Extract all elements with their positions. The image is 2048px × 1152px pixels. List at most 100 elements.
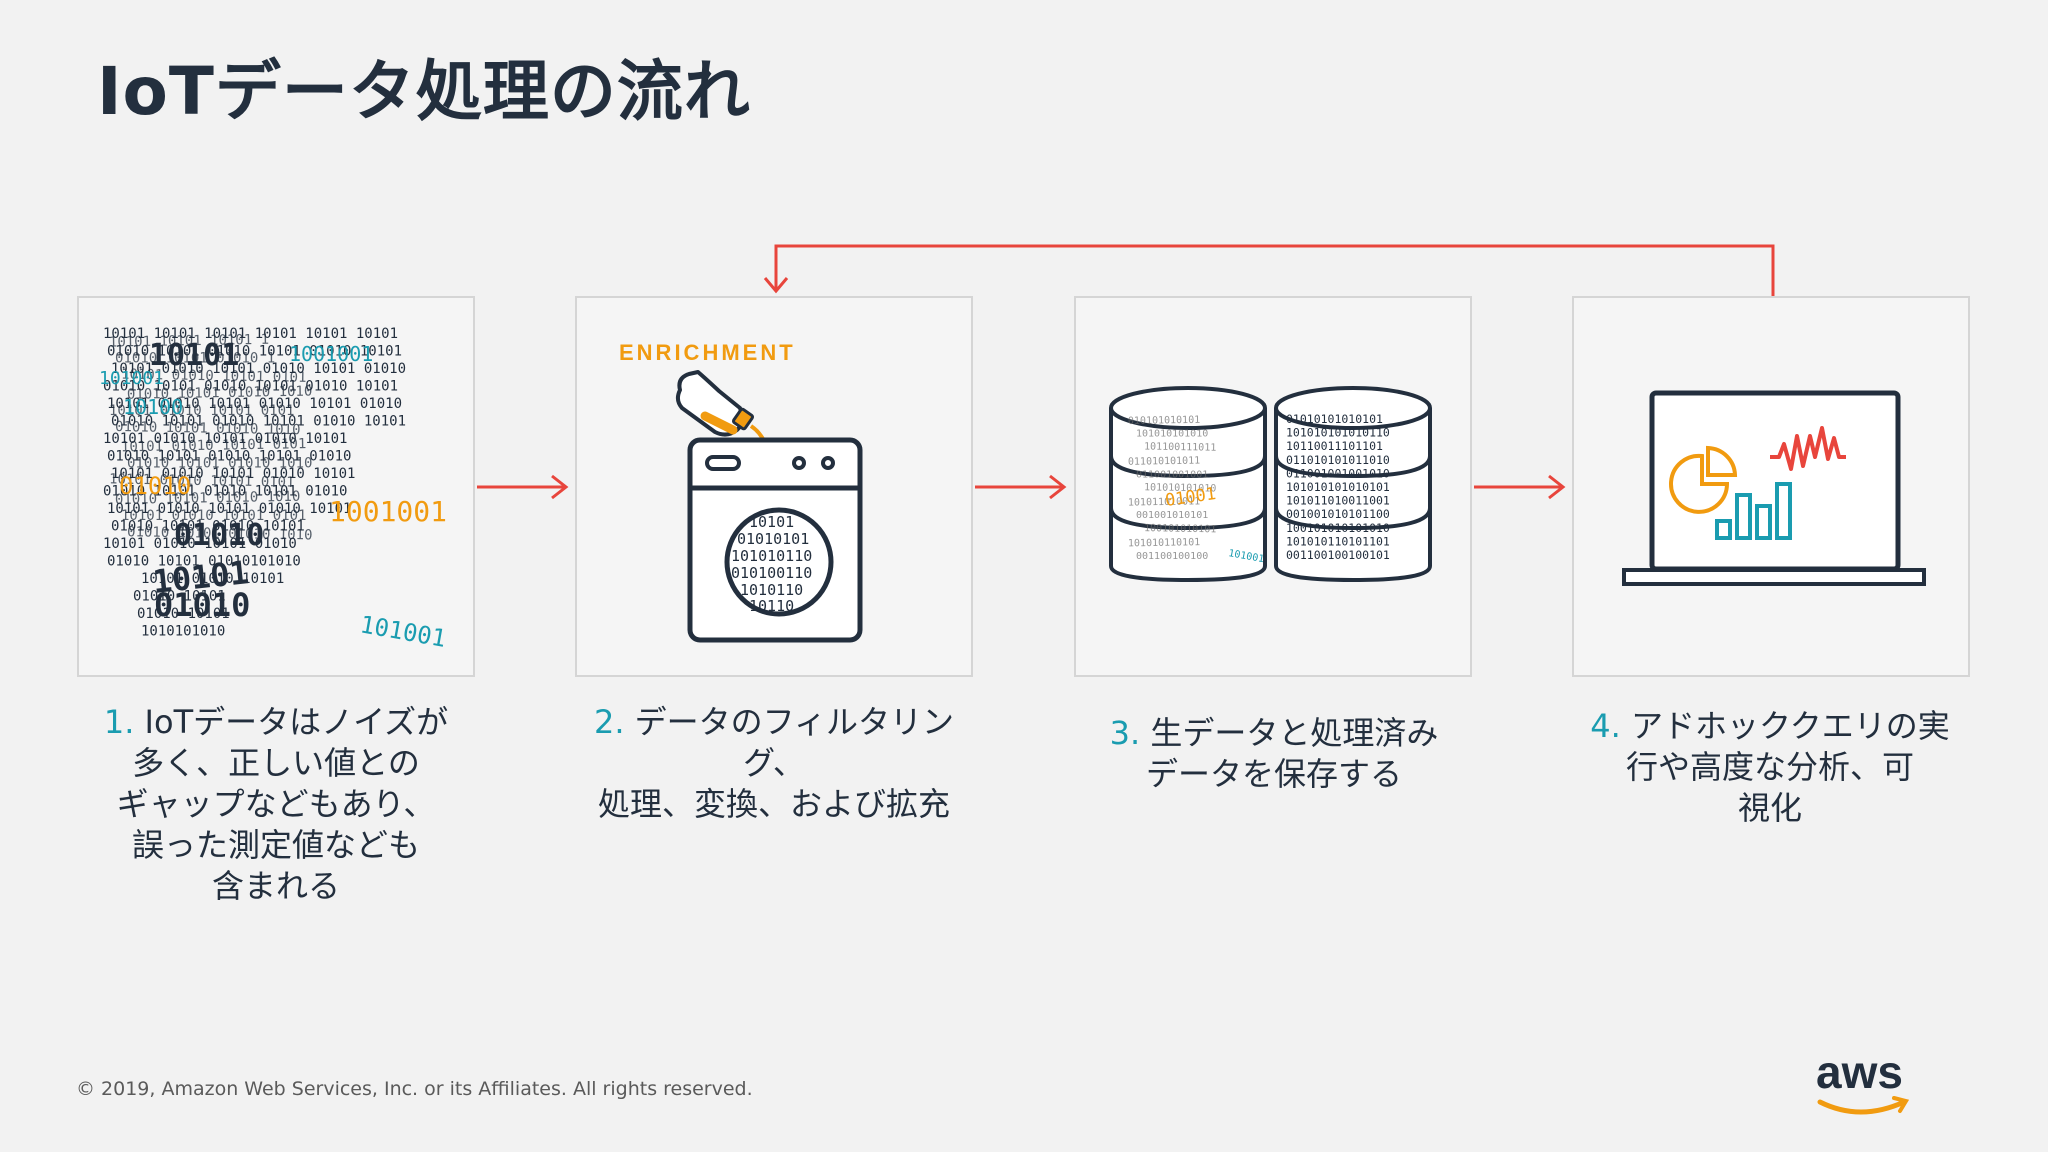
binary-noise-row: 01010 10101 01010 1010 [115,489,301,508]
processed-binary-row: 101011010011001 [1286,494,1390,508]
orange-binary-label: 1001001 [329,495,447,528]
step-2-caption: 2. データのフィルタリング、 処理、変換、および拡充 [564,702,984,825]
bottle-icon [675,370,755,437]
drum-binary-row: 01010101 [737,530,809,548]
aws-logo: aws [1816,1046,1910,1115]
bar-chart-icon [1715,482,1792,540]
processed-binary-row: 01010101010101 [1286,412,1383,426]
binary-noise-row: 10101 10101 10101 1 [109,332,269,351]
binary-row: 01010 10101 [137,606,230,622]
processed-binary-row: 10110011101101 [1286,439,1383,453]
processed-binary-row: 001100100100101 [1286,548,1390,562]
binary-noise-row: 10101 01010 10101 0101 [109,471,295,490]
caption-line: 多く、正しい値との [132,744,420,782]
step-number: 2. [593,703,625,741]
processed-binary-row: 011001001001010 [1286,466,1390,480]
caption-text: データのフィルタリング、 [634,703,955,782]
binary-row: 01010 10101 01010 10101 01010 [103,484,347,500]
drum-binary-text: 1010101010101101010110010100110101011010… [731,513,812,615]
laptop-analytics-graphic [1622,390,1926,586]
binary-row: 01010 10101 01010 10101 01010 [107,449,351,465]
binary-noise-graphic: 10101 10101 10101 10101 10101 1010101010… [99,326,448,653]
binary-row: 10101 01010 10101 01010 10101 [107,501,351,517]
drum-binary-row: 1010110 [740,581,803,599]
processed-binary-row: 100101010101010 [1286,521,1390,535]
step-4-caption: 4. アドホッククエリの実 行や高度な分析、可 視化 [1560,706,1980,829]
washing-machine-icon [687,437,863,643]
step-1-caption: 1. IoTデータはノイズが 多く、正しい値との ギャップなどもあり、 誤った測… [66,702,486,907]
teal-binary-label: 101001 [99,368,164,389]
arrow-2-to-3-head [1049,474,1067,500]
caption-line: 4. アドホッククエリの実 [1560,706,1980,747]
raw-binary-row: 010101010101 [1128,415,1200,427]
binary-row: 01010 10101 01010 10101 [111,519,305,535]
orange-binary-label: 01010 [119,472,191,500]
caption-text: アドホッククエリの実 [1630,707,1950,745]
drum-binary-row: 010100110 [731,564,812,582]
binary-noise-row: 01010 10101 01010 1010 [127,456,312,472]
teal-binary-label: 101001 [358,610,448,653]
feedback-loop-arrow-head [763,277,789,294]
aws-smile-icon [1817,1099,1907,1115]
enrichment-label: ENRICHMENT [619,340,796,365]
bold-binary-label: 10101 [149,338,239,373]
pie-chart-icon [1669,445,1738,514]
binary-noise-row: 01010 10101 01010 1010 [127,524,313,543]
teal-binary-label: 10100 [123,395,183,419]
binary-noise-row: 10101 01010 10101 0101 [121,508,306,524]
raw-binary-row: 101010101010 [1144,482,1216,494]
processed-binary-row: 101010101010101 [1286,480,1390,494]
binary-noise-row: 01010 10101 01010 1 [115,351,275,367]
washing-machine-graphic: ENRICHMENT 10101010101011010101100101001… [619,340,863,643]
step-number: 4. [1590,707,1621,745]
caption-line: 3. 生データと処理済み [1064,713,1484,754]
processed-binary-row: 101010110101101 [1286,534,1390,548]
step-3-caption: 3. 生データと処理済み データを保存する [1064,713,1484,795]
binary-row: 10101 01010 10101 01010 [103,536,297,552]
raw-binary-row: 101010110101 [1128,537,1200,549]
caption-line: 1. IoTデータはノイズが [66,702,486,743]
binary-noise-row: 01010 10101 01010 1010 [115,419,301,438]
binary-noise-row: 10101 01010 10101 0101 [121,367,307,386]
caption-text: IoTデータはノイズが [144,703,449,741]
raw-binary-row: 101011010011 [1128,496,1200,508]
drum-binary-row: 10101 [749,513,794,531]
binary-row: 10101 01010 10101 01010 10101 [103,431,347,447]
binary-row: 10101 01010 10101 01010 10101 01010 [107,396,402,412]
panel-analytics [1572,296,1970,677]
drum-binary-row: 10110 [749,597,794,615]
raw-database-icon: 0101010101011010101010101011001110110110… [1109,386,1267,583]
binary-row: 01010 10101 01010 10101 01010 10101 [103,379,398,395]
bold-binary-label: 01010 [154,586,250,624]
binary-noise-row: 01010 10101 01010 1010 [127,384,313,403]
arrow-1-to-2-head [551,474,569,500]
caption-line: 2. データのフィルタリング、 [564,702,984,784]
caption-line: 処理、変換、および拡充 [597,785,950,823]
step-number: 1. [103,703,135,741]
raw-binary-row: 001100100100 [1136,551,1208,562]
processed-binary-row: 101010101010110 [1286,426,1390,440]
caption-line: 行や高度な分析、可 [1625,748,1914,786]
binary-row: 1010101010 [141,624,225,640]
processed-binary-row: 001001010101100 [1286,507,1390,521]
drum-binary-row: 101010110 [731,547,812,565]
page-title: IoTデータ処理の流れ [97,53,751,130]
binary-row: 01010 10101 01010 10101 01010 10101 [107,344,402,360]
raw-binary-row: 101010101010 [1136,429,1208,440]
raw-binary-row: 101100111011 [1144,441,1216,453]
binary-row: 10101 01010 10101 01010 10101 [111,466,355,482]
caption-line: ギャップなどもあり、 [116,785,436,823]
processed-database-icon: 0101010101010110101010101011010110011101… [1274,386,1432,583]
binary-row: 01010 10101 01010 10101 01010 10101 [111,414,406,430]
raw-binary-row: 100101010101 [1144,523,1216,535]
caption-line: データを保存する [1145,755,1402,793]
binary-noise-row: 10101 01010 10101 0101 [109,403,294,419]
caption-line: 誤った測定値なども [131,826,420,864]
binary-row: 01010 10101 01010101010 [107,554,301,570]
raw-binary-row: 011010101011 [1128,456,1200,468]
step-number: 3. [1109,714,1141,752]
binary-row: 10101 01010 10101 01010 10101 01010 [111,361,406,377]
laptop-icon [1622,390,1926,586]
